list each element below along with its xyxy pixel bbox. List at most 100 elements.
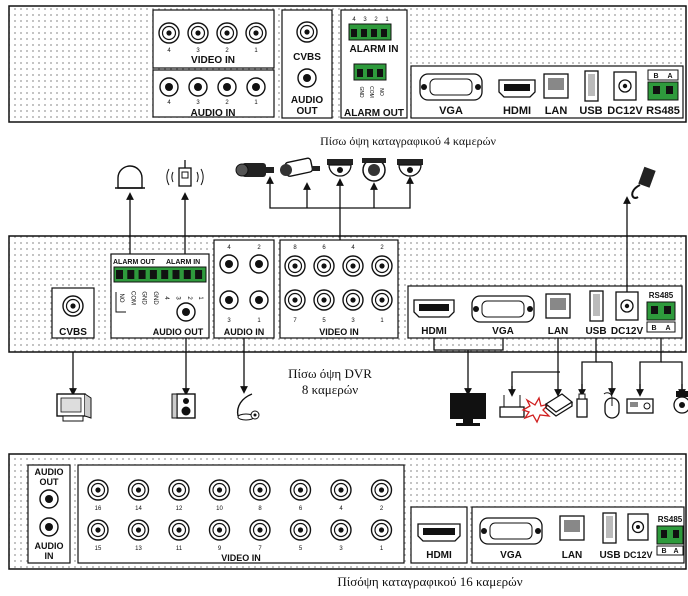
p16-video-num: 7 — [258, 546, 262, 552]
p4-video-bnc — [216, 22, 238, 44]
p8-alarm-pin-label: 1 — [197, 296, 203, 300]
p16-video-num: 6 — [299, 506, 303, 512]
p4-vga-label: VGA — [439, 105, 463, 117]
monitor-icon — [56, 393, 92, 422]
p8-dc-label: DC12V — [611, 326, 644, 337]
p16-video-bnc — [127, 519, 150, 541]
p16-video-num: 10 — [216, 506, 223, 512]
p8-cvbs-connector — [62, 295, 84, 317]
router-icon — [499, 395, 525, 418]
p8-video-bnc — [284, 255, 306, 277]
p8-alarm-pin — [172, 270, 180, 279]
p16-caption: Πίσόψη καταγραφικού 16 καμερών — [337, 574, 522, 589]
p8-hdmi-label: HDMI — [421, 326, 447, 337]
p8-usb-port — [589, 290, 604, 322]
p16-video-bnc — [249, 479, 271, 501]
p4-alarm-in-pin — [351, 29, 357, 37]
p4-alarm-in-pin — [371, 29, 377, 37]
p8-alarm-in-label: ALARM IN — [166, 259, 200, 266]
p8-rs485-b: B — [651, 325, 656, 332]
p4-audio-num: 3 — [196, 100, 200, 106]
p4-rs485-label: RS485 — [646, 105, 680, 117]
turret-camera-icon — [362, 158, 386, 182]
ptz-camera-icon — [673, 391, 688, 414]
p16-video-bnc — [87, 519, 109, 541]
p16-video-in-label: VIDEO IN — [221, 553, 261, 563]
p16-video-bnc — [330, 479, 352, 501]
p4-audio-num: 1 — [254, 100, 258, 106]
p8-audio-num: 4 — [227, 245, 231, 251]
dome-camera-icon-2 — [397, 159, 423, 177]
p4-video-num: 3 — [196, 48, 200, 54]
p8-video-bnc — [371, 255, 393, 277]
p4-lan-port — [543, 73, 569, 99]
p8-cvbs-label: CVBS — [59, 327, 87, 338]
siren-icon — [115, 165, 145, 189]
p4-cvbs-connector — [296, 21, 318, 43]
p16-vga-label: VGA — [500, 550, 522, 561]
p16-audio-in-label-2: IN — [45, 551, 54, 561]
p8-video-bnc — [313, 255, 335, 277]
bullet-camera-icon-2 — [280, 157, 320, 177]
p8-video-num: 8 — [293, 245, 297, 251]
p4-audio-num: 2 — [225, 100, 229, 106]
p8-video-bnc — [342, 289, 364, 311]
p16-rs485-terminal: B A — [656, 525, 684, 556]
p4-video-num: 1 — [254, 48, 258, 54]
p16-rs485-b: B — [661, 548, 666, 555]
p4-cvbs-label: CVBS — [293, 52, 321, 63]
panel-16-camera: AUDIO OUT AUDIO IN 161514131211109876543… — [8, 453, 687, 570]
p8-audio-num: 3 — [227, 318, 231, 324]
p4-alarm-num: 2 — [374, 17, 378, 23]
usb-drive-icon — [576, 393, 588, 418]
p8-alarm-pin — [138, 270, 146, 279]
p4-hdmi-label: HDMI — [503, 105, 531, 117]
p8-video-bnc — [313, 289, 335, 311]
p16-hdmi-connector — [417, 523, 461, 542]
p4-lan-label: LAN — [545, 105, 568, 117]
p8-video-bnc — [342, 255, 364, 277]
p16-video-num: 1 — [380, 546, 384, 552]
p4-audio-num: 4 — [167, 100, 171, 106]
p16-video-bnc — [208, 479, 231, 501]
p8-alarm-pin-label: NO — [118, 294, 124, 303]
p16-video-num: 14 — [135, 506, 142, 512]
p16-video-bnc — [289, 479, 312, 501]
p8-alarm-terminal — [113, 266, 207, 283]
p8-video-in-label: VIDEO IN — [319, 327, 359, 337]
p16-audio-in-connector — [39, 517, 59, 537]
mouse-icon — [603, 392, 620, 419]
p4-rs485-b: B — [653, 73, 658, 80]
p16-video-num: 4 — [339, 506, 343, 512]
p4-alarm-in-terminal — [348, 23, 392, 41]
p16-video-num: 11 — [176, 546, 183, 552]
p8-video-bnc — [371, 289, 393, 311]
p8-alarm-pin — [183, 270, 191, 279]
power-adapter-icon — [631, 166, 656, 199]
p16-video-num: 15 — [95, 546, 102, 552]
p8-usb-label: USB — [585, 326, 606, 337]
p16-video-bnc — [289, 519, 312, 541]
p8-rs485-label: RS485 — [649, 291, 674, 300]
ptz-keyboard-icon — [626, 398, 654, 414]
p8-alarm-pin — [149, 270, 157, 279]
p4-audio-rca — [217, 77, 237, 97]
p4-audio-rca — [188, 77, 208, 97]
p4-audio-out-label-2: OUT — [296, 106, 317, 117]
p4-hdmi-connector — [498, 79, 536, 98]
p8-hdmi-connector — [413, 299, 455, 318]
audio-in-rca-row: 4 3 2 1 — [159, 77, 266, 106]
p8-audio-in-label: AUDIO IN — [224, 327, 265, 337]
p16-usb-port — [602, 512, 617, 544]
microphone-icon — [236, 393, 260, 421]
p8-alarm-pin-label: 2 — [186, 296, 192, 300]
p8-alarm-pin — [127, 270, 135, 279]
p8-audio-num: 1 — [257, 318, 261, 324]
p8-dc-jack — [615, 291, 639, 321]
p16-dc-label: DC12V — [623, 550, 652, 560]
wireless-sensor-icon — [166, 160, 204, 187]
p4-alarm-pin-label: NO — [378, 88, 384, 96]
p16-audio-in-label-1: AUDIO — [35, 541, 64, 551]
p8-video-num: 5 — [322, 318, 326, 324]
